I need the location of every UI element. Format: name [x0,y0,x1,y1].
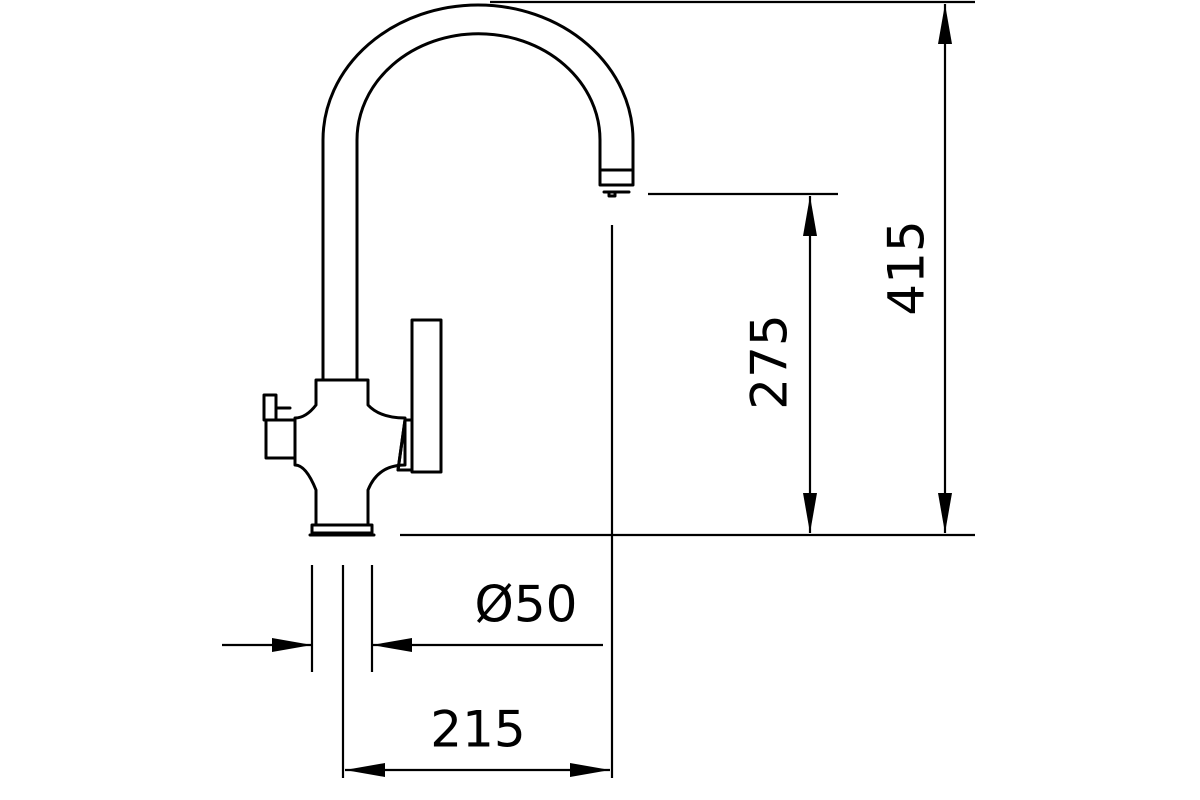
spout-reach-label: 215 [430,701,525,759]
dimensions: 415 275 Ø50 215 [222,0,975,778]
faucet-valve-body [293,378,407,527]
total-height-label: 415 [878,220,936,315]
dimension-spout-reach: 215 [345,701,610,777]
faucet-spout [321,3,635,382]
faucet-right-lever [396,318,443,474]
faucet-left-lever [262,393,297,460]
spout-nozzle [598,168,635,198]
dimension-spout-height: 275 [741,196,817,533]
faucet-base [308,523,376,537]
spout-height-label: 275 [741,314,799,409]
base-diameter-label: Ø50 [475,576,578,634]
dimension-base-diameter: Ø50 [222,565,603,778]
dimension-total-height: 415 [878,4,952,533]
faucet [262,3,635,537]
